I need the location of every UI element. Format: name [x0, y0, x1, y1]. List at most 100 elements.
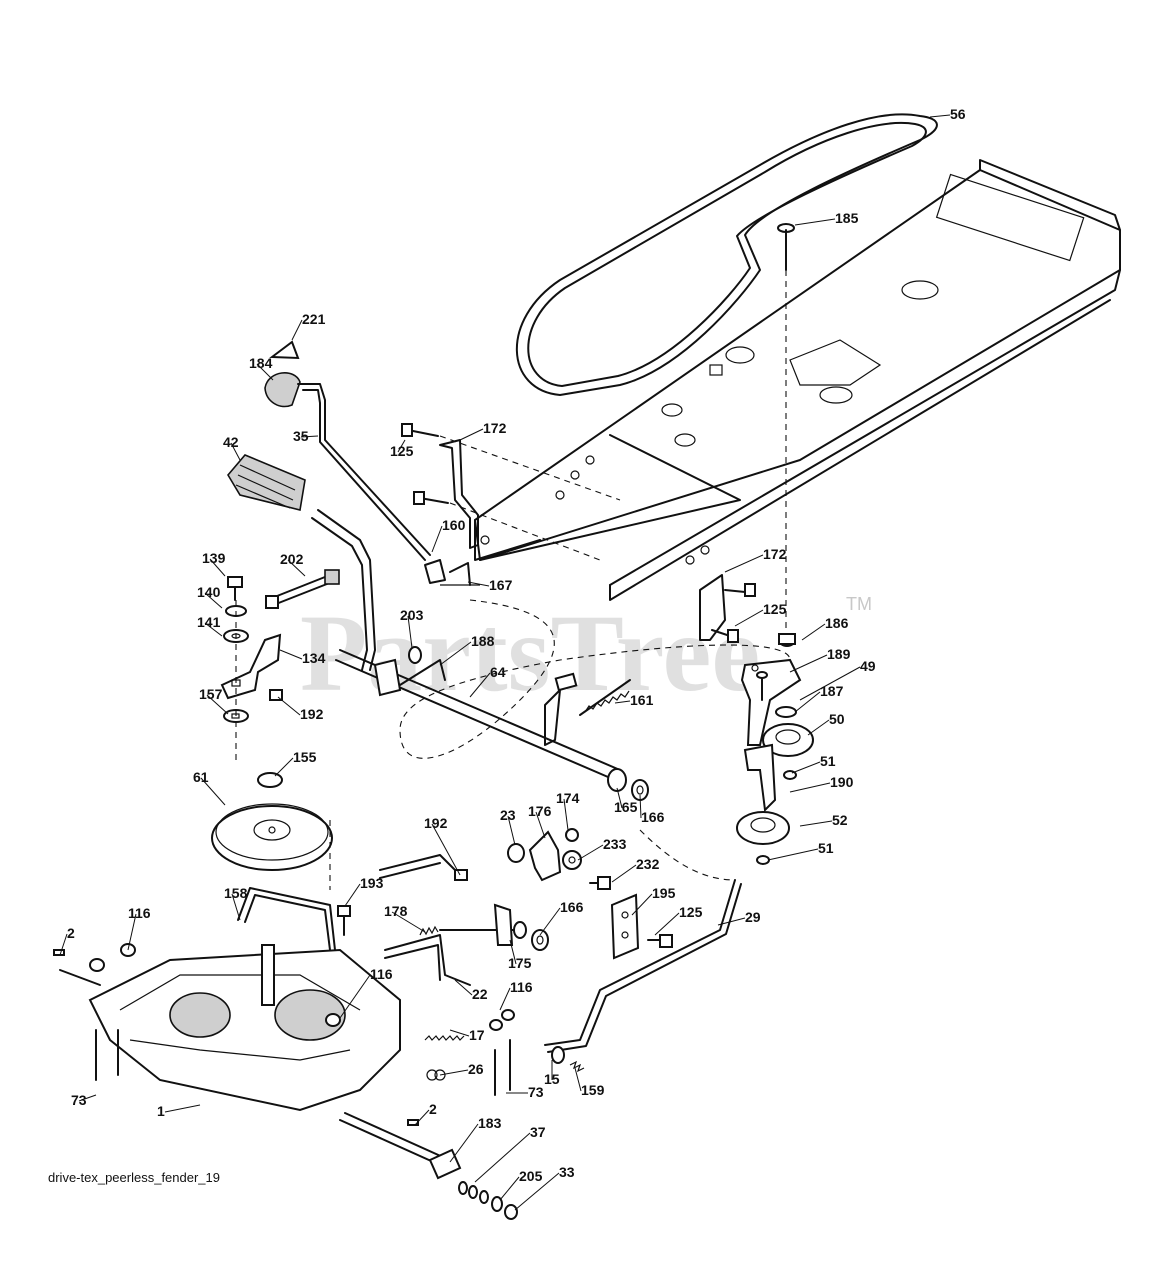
leader-line-155 [274, 757, 294, 777]
nut-51-lower [756, 855, 770, 865]
callout-73: 73 [71, 1092, 87, 1108]
leader-line-174 [563, 798, 569, 831]
bolt-193 [337, 905, 351, 936]
rod-202 [265, 569, 340, 609]
callout-61: 61 [193, 769, 209, 785]
leader-line-26 [439, 1069, 469, 1076]
callout-167: 167 [489, 577, 513, 593]
callout-56: 56 [950, 106, 966, 122]
callout-116: 116 [510, 979, 533, 995]
callout-134: 134 [302, 650, 326, 666]
spring-17 [424, 1035, 465, 1041]
leader-line-195 [631, 893, 653, 916]
leader-line-233 [577, 844, 604, 861]
callout-221: 221 [302, 311, 326, 327]
leader-line-49 [799, 666, 861, 701]
leader-line-50 [807, 719, 830, 736]
leader-line-29 [717, 917, 746, 926]
bracket-134 [220, 633, 282, 700]
spring-159 [569, 1060, 585, 1073]
leader-line-139 [209, 558, 226, 577]
dash-path-right [639, 829, 736, 881]
leader-line-2 [59, 933, 68, 956]
callout-178: 178 [384, 903, 408, 919]
leader-line-157 [206, 694, 229, 715]
bolt-185 [777, 223, 795, 630]
main-frame [474, 159, 1121, 601]
leader-line-140 [204, 592, 223, 609]
rod-bracket-192 [379, 854, 468, 881]
pins-160-167 [424, 559, 480, 586]
leader-line-176 [535, 811, 546, 839]
leader-line-159 [574, 1067, 582, 1092]
transaxle-1 [59, 944, 446, 1166]
leader-line-172 [724, 554, 764, 573]
callout-160: 160 [442, 517, 466, 533]
bracket-195 [610, 893, 640, 960]
callout-174: 174 [556, 790, 580, 806]
drive-belt-56 [515, 113, 938, 396]
cross-shaft-64 [335, 649, 621, 781]
clip-2-right [407, 1119, 419, 1126]
callout-23: 23 [500, 807, 516, 823]
dash-path-center [399, 599, 791, 759]
callout-187: 187 [820, 683, 844, 699]
leader-line-178 [391, 911, 426, 933]
callout-188: 188 [471, 633, 495, 649]
leader-line-37 [474, 1132, 531, 1183]
callout-42: 42 [223, 434, 239, 450]
nut-192-left [269, 689, 283, 701]
nut-33 [504, 1204, 518, 1220]
callout-232: 232 [636, 856, 660, 872]
callout-161: 161 [630, 692, 654, 708]
callout-158: 158 [224, 885, 248, 901]
callout-159: 159 [581, 1082, 605, 1098]
spring-26 [426, 1069, 446, 1081]
callout-73: 73 [528, 1084, 544, 1100]
bolt-139 [227, 576, 243, 601]
leader-line-192 [277, 696, 301, 716]
callout-51: 51 [818, 840, 834, 856]
leader-line-166 [639, 794, 642, 819]
callout-50: 50 [829, 711, 845, 727]
leader-line-141 [204, 622, 223, 637]
leader-line-22 [454, 979, 473, 996]
callout-165: 165 [614, 799, 638, 815]
callout-33: 33 [559, 1164, 575, 1180]
callout-49: 49 [860, 658, 876, 674]
leader-line-61 [200, 777, 226, 806]
callout-183: 183 [478, 1115, 502, 1131]
lever-22 [384, 934, 471, 986]
callout-2: 2 [429, 1101, 437, 1117]
callout-175: 175 [508, 955, 532, 971]
idler-pulley-50 [762, 723, 814, 757]
nut-116-center [325, 1013, 341, 1027]
callout-166: 166 [560, 899, 584, 915]
callout-203: 203 [400, 607, 424, 623]
leader-line-185 [794, 218, 836, 226]
leader-line-167 [467, 581, 490, 587]
callout-192: 192 [424, 815, 448, 831]
callout-202: 202 [280, 551, 304, 567]
leader-line-125 [734, 609, 764, 627]
idler-pulley-52 [736, 811, 790, 845]
lock-washer-174 [565, 828, 579, 842]
callout-15: 15 [544, 1071, 560, 1087]
leader-line-23 [507, 815, 516, 846]
pedal-clip-221 [269, 340, 300, 360]
leader-line-52 [799, 820, 833, 827]
washer-166-lower [531, 929, 549, 951]
leader-line-190 [789, 782, 831, 793]
leader-line-232 [611, 864, 637, 883]
leader-line-160 [431, 525, 443, 553]
callout-17: 17 [469, 1027, 485, 1043]
spacer-183 [428, 1148, 462, 1180]
callout-139: 139 [202, 550, 226, 566]
clip-2-left [53, 949, 65, 956]
callout-176: 176 [528, 803, 552, 819]
leader-line-187 [794, 691, 821, 713]
callout-51: 51 [820, 753, 836, 769]
callout-1: 1 [157, 1103, 165, 1119]
washer-205 [491, 1196, 503, 1212]
